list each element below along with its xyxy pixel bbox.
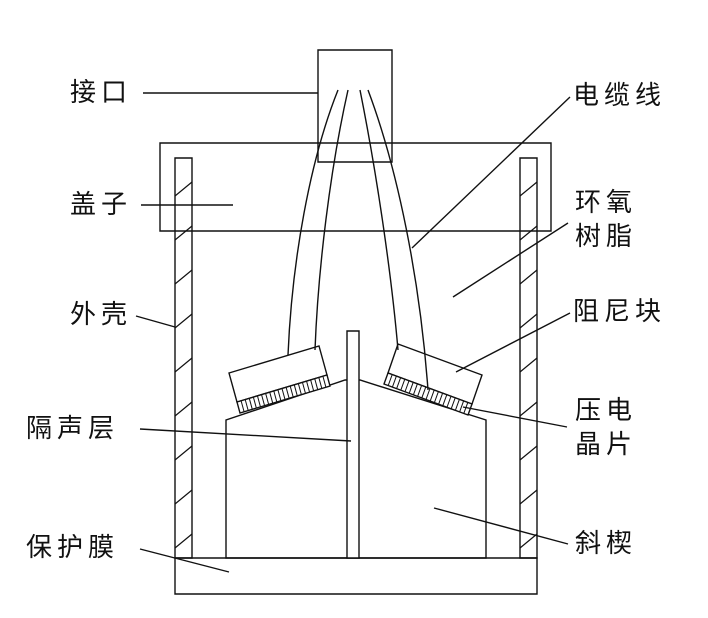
- label-sound-barrier: 隔声层: [26, 414, 120, 444]
- piezo-tick: [282, 389, 285, 400]
- piezo-tick: [323, 376, 326, 387]
- hatch-mark: [175, 270, 192, 284]
- hatch-mark: [520, 270, 537, 284]
- hatch-mark: [175, 402, 192, 416]
- hatch-mark: [520, 358, 537, 372]
- hatch-mark: [175, 182, 192, 196]
- leader-epoxy: [453, 223, 568, 297]
- leader-sound-barrier: [140, 429, 351, 441]
- piezo-tick: [311, 380, 314, 391]
- shell-hatch-marks: [175, 182, 537, 548]
- piezo-tick: [430, 390, 434, 401]
- label-shell: 外壳: [70, 300, 133, 330]
- piezo-tick: [266, 393, 269, 404]
- piezo-tick: [413, 384, 417, 395]
- piezo-tick: [286, 387, 289, 398]
- piezo-tick: [447, 396, 451, 407]
- piezo-tick: [451, 398, 455, 409]
- leader-wedge: [434, 508, 568, 544]
- piezo-tick: [274, 391, 277, 402]
- piezo-tick: [392, 376, 396, 387]
- piezo-tick: [253, 397, 256, 408]
- cable-wire-3: [360, 90, 398, 350]
- hatch-mark: [520, 446, 537, 460]
- cable-wire-4: [368, 90, 428, 390]
- cable-wire-2: [315, 90, 348, 350]
- hatch-mark: [520, 226, 537, 240]
- label-interface: 接口: [70, 78, 133, 108]
- piezo-tick: [426, 389, 430, 400]
- label-cable: 电缆线: [573, 81, 667, 111]
- piezo-tick: [270, 392, 273, 403]
- piezo-tick: [409, 382, 413, 393]
- hatch-mark: [520, 534, 537, 548]
- piezo-tick: [245, 400, 248, 411]
- cover-plate: [160, 143, 551, 231]
- hatch-mark: [175, 314, 192, 328]
- protective-film: [175, 558, 537, 594]
- piezo-tick: [434, 392, 438, 403]
- label-cover: 盖子: [70, 190, 133, 220]
- cable-wire-1: [288, 90, 338, 355]
- leader-cable: [412, 97, 570, 248]
- piezo-tick: [455, 399, 459, 410]
- hatch-mark: [175, 534, 192, 548]
- hatch-mark: [520, 402, 537, 416]
- hatch-mark: [175, 358, 192, 372]
- interface-connector: [318, 50, 392, 162]
- leader-shell: [136, 316, 175, 327]
- hatch-mark: [175, 226, 192, 240]
- leader-piezo: [463, 407, 567, 427]
- piezo-tick: [294, 385, 297, 396]
- piezo-tick: [315, 379, 318, 390]
- piezo-tick: [262, 395, 265, 406]
- piezo-tick: [388, 375, 392, 386]
- piezo-tick-marks: [241, 375, 468, 414]
- hatch-mark: [175, 490, 192, 504]
- leader-damping: [456, 313, 570, 372]
- hatch-mark: [520, 182, 537, 196]
- piezo-tick: [298, 384, 301, 395]
- piezo-tick: [307, 381, 310, 392]
- label-wedge: 斜楔: [575, 529, 638, 559]
- piezo-tick: [405, 381, 409, 392]
- piezo-tick: [418, 385, 422, 396]
- shell-left-wall: [175, 158, 192, 558]
- piezo-tick: [422, 387, 426, 398]
- piezo-tick: [257, 396, 260, 407]
- hatch-mark: [520, 314, 537, 328]
- piezo-tick: [290, 386, 293, 397]
- piezo-tick: [302, 382, 305, 393]
- label-piezo-crystal: 压电 晶片: [575, 396, 638, 460]
- piezo-tick: [460, 401, 464, 412]
- piezo-tick: [439, 393, 443, 404]
- label-protective-film: 保护膜: [26, 533, 120, 563]
- sound-barrier-plate: [347, 331, 359, 558]
- piezo-tick: [464, 402, 468, 413]
- hatch-mark: [520, 490, 537, 504]
- piezo-tick: [401, 379, 405, 390]
- piezo-tick: [443, 395, 447, 406]
- piezo-tick: [397, 378, 401, 389]
- piezo-tick: [319, 377, 322, 388]
- piezo-tick: [249, 398, 252, 409]
- hatch-mark: [175, 446, 192, 460]
- label-epoxy-resin: 环氧 树脂: [575, 188, 638, 252]
- piezo-tick: [278, 390, 281, 401]
- shell-right-wall: [520, 158, 537, 558]
- label-damping-block: 阻尼块: [573, 297, 667, 327]
- piezo-tick: [241, 401, 244, 412]
- leader-protective-film: [140, 549, 229, 572]
